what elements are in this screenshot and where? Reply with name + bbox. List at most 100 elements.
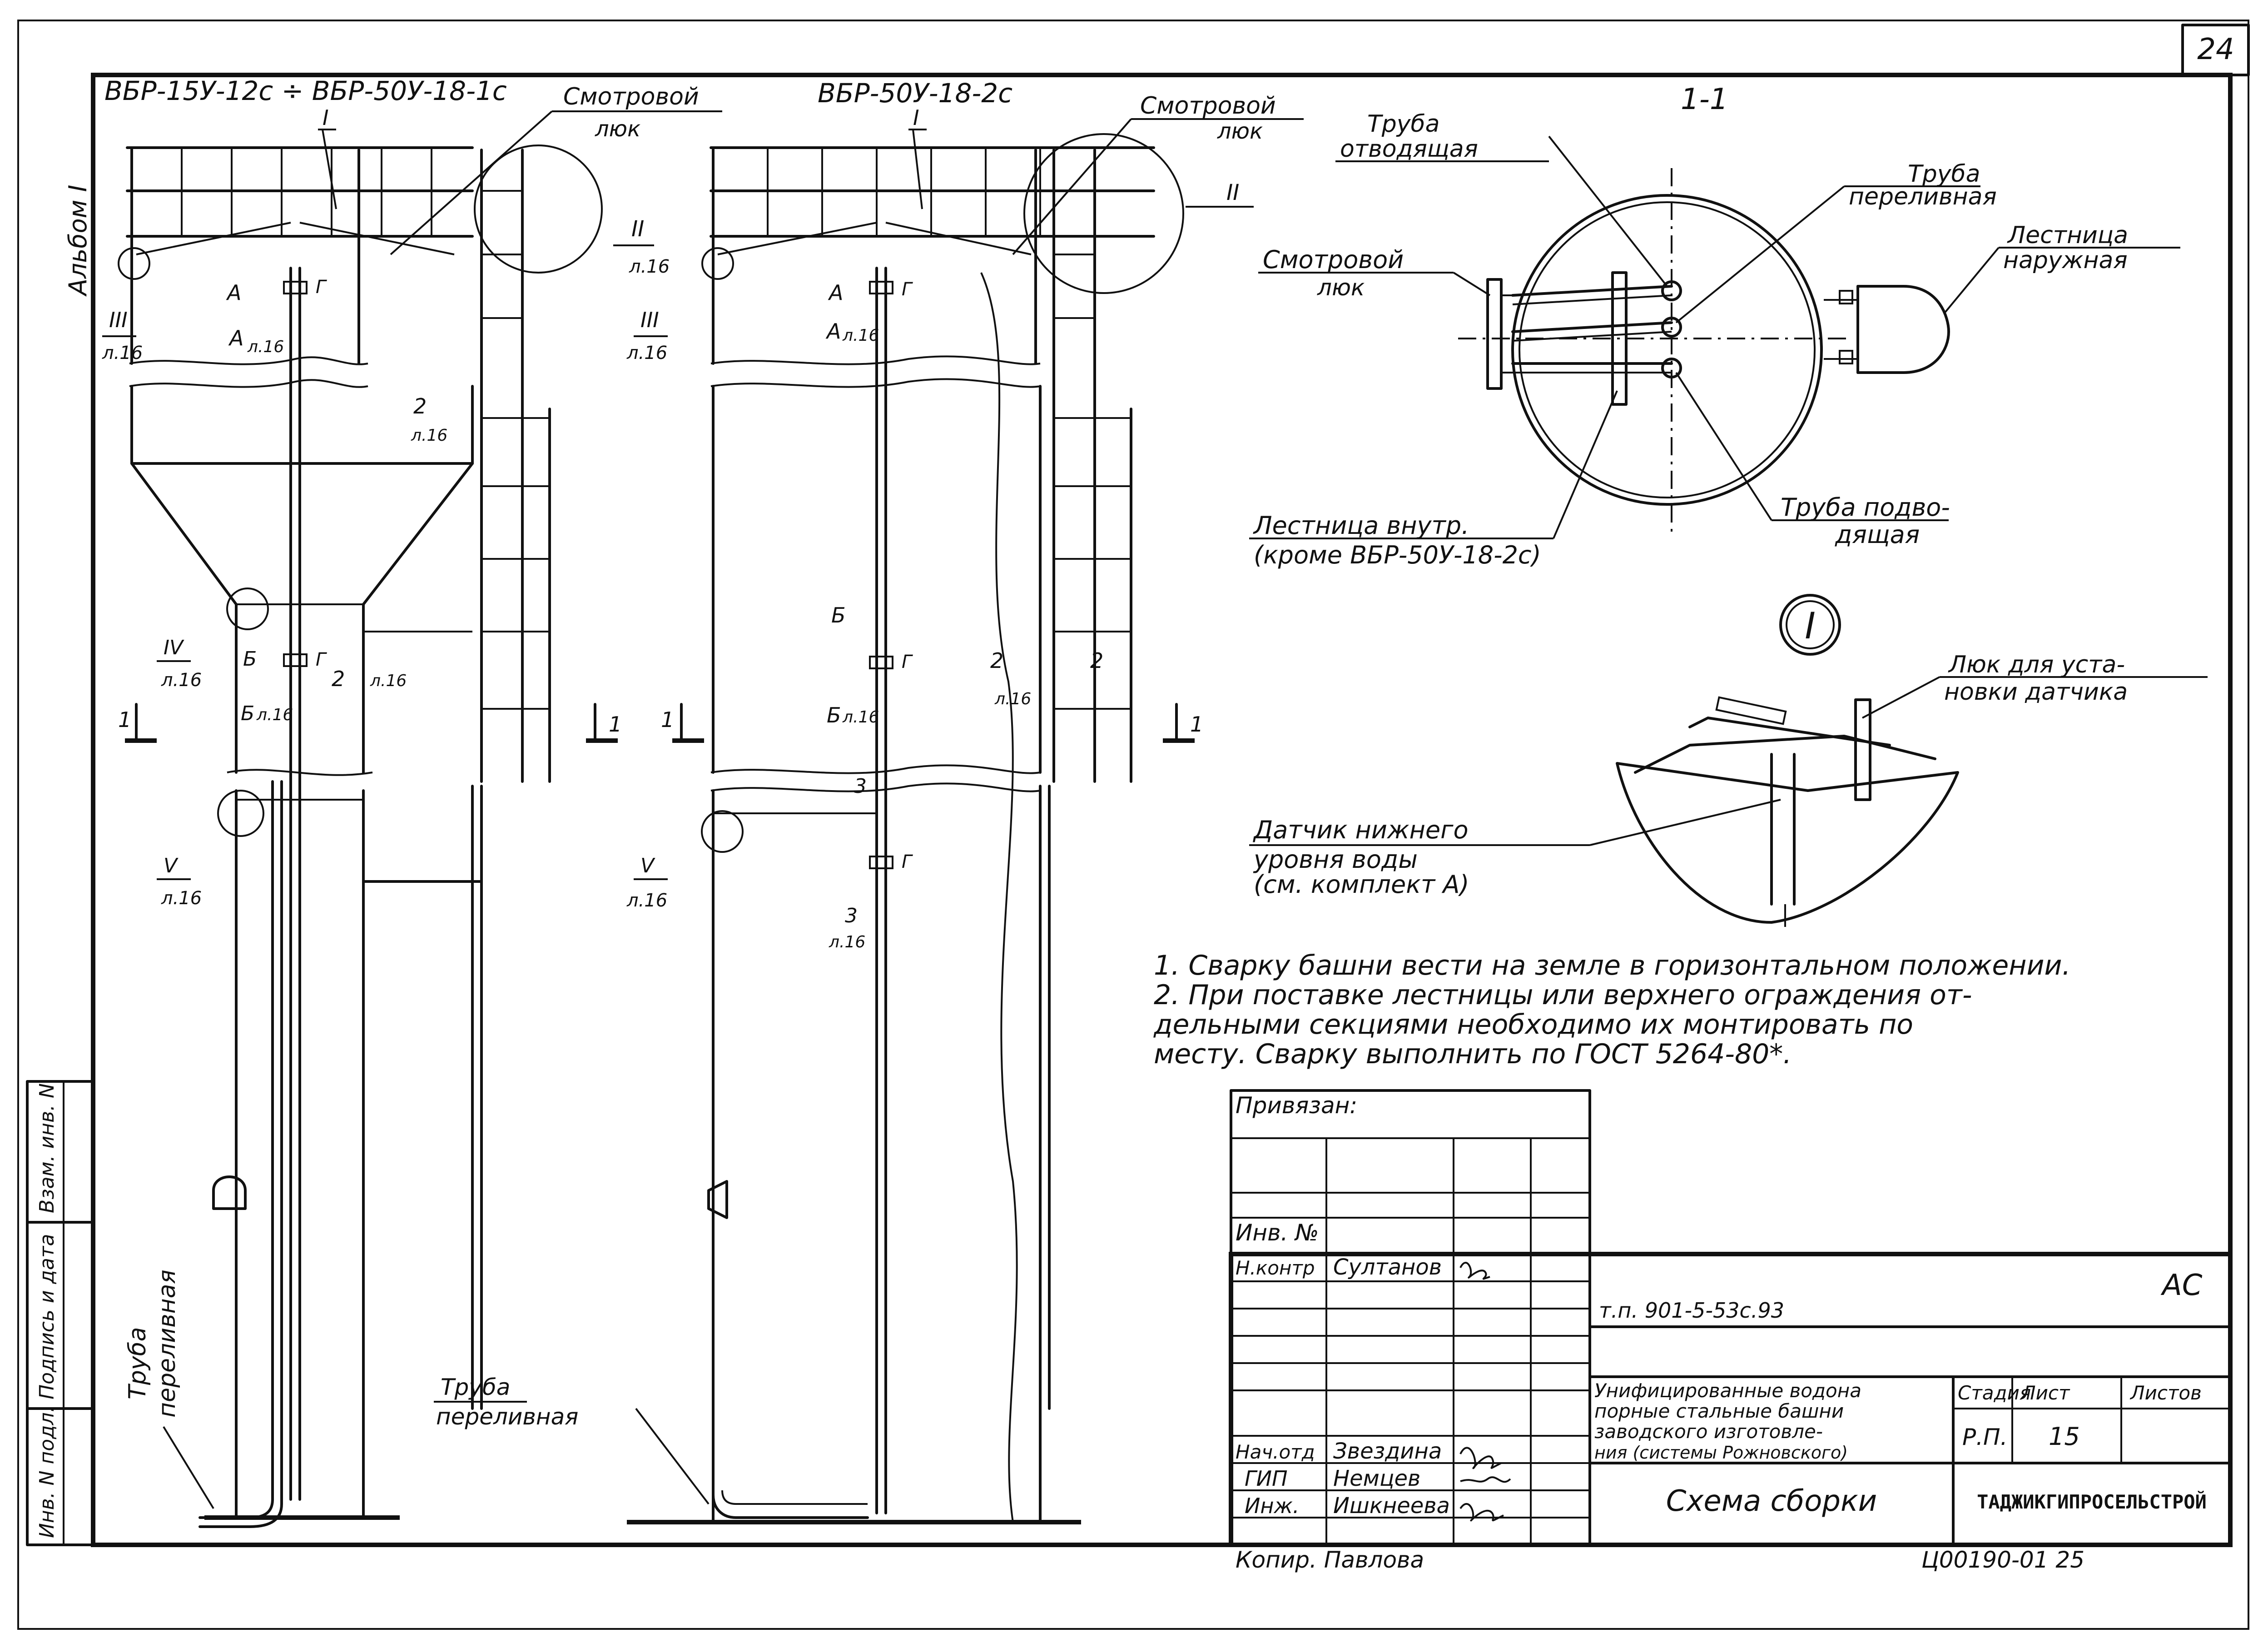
- mid-mark-G-1: Г: [902, 279, 913, 300]
- tb-n-kontr-name: Султанов: [1333, 1255, 1442, 1280]
- mid-mark-G-3: Г: [902, 851, 913, 872]
- sec-lestn-vnutr-1: Лестница внутр.: [1253, 511, 1469, 540]
- section-1-1: [1458, 168, 1950, 536]
- outer-frame: [17, 20, 2249, 1630]
- tb-section: АС: [2160, 1269, 2203, 1302]
- mid-smotr-lyuk-2: люк: [1217, 119, 1263, 144]
- tb-project-3: заводского изготовле-: [1594, 1420, 1823, 1443]
- left-sec-A-2: А: [228, 326, 243, 350]
- tb-doc-code: т.п. 901-5-53с.93: [1599, 1298, 1784, 1323]
- detail-I: I: [1616, 594, 1959, 927]
- note-1: 1. Сварку башни вести на земле в горизон…: [1154, 950, 2071, 981]
- left-smotr-lyuk-1: Смотровой: [563, 83, 699, 110]
- detail-I-callouts: Люк для уста- новки датчика Датчик нижне…: [1249, 651, 2208, 899]
- tb-copied: Копир. Павлова: [1236, 1547, 1424, 1573]
- left-sec-2-top-ref: л.16: [411, 426, 447, 445]
- mid-truba-perel-1: Труба: [441, 1374, 510, 1400]
- left-detail-II: II: [631, 216, 644, 242]
- left-sec-1-left: 1: [118, 707, 131, 732]
- mid-detail-III-ref: л.16: [626, 343, 667, 363]
- side-stamp: Взам. инв. N Подпись и дата Инв. N подл.…: [26, 185, 94, 1546]
- tb-org: ТАДЖИКГИПРОСЕЛЬСТРОЙ: [1977, 1490, 2207, 1513]
- left-truba-perel-1: Труба: [124, 1327, 151, 1399]
- left-sec-1-right: 1: [609, 712, 622, 737]
- mid-sec-3-ref: л.16: [829, 933, 865, 951]
- mid-sec-A-1: А: [828, 280, 843, 305]
- detail-lyuk-datch-2: новки датчика: [1944, 678, 2128, 706]
- mid-smotr-lyuk-1: Смотровой: [1140, 92, 1276, 119]
- mid-sec-1-right: 1: [1190, 712, 1203, 737]
- left-detail-IV-ref: л.16: [161, 670, 202, 691]
- tb-project-2: порные стальные башни: [1594, 1400, 1844, 1422]
- mid-detail-II: II: [1226, 180, 1239, 205]
- tb-inzh-name: Ишкнеева: [1333, 1493, 1450, 1519]
- mid-sec-2-b: 2: [1090, 648, 1103, 673]
- sec-lestn-nar-1: Лестница: [2007, 222, 2128, 249]
- left-sec-B-ref: л.16: [256, 706, 293, 724]
- stamp-album: Альбом I: [64, 185, 92, 297]
- left-detail-V: V: [164, 854, 179, 877]
- tb-sheet-val: 15: [2049, 1422, 2080, 1451]
- tb-stage-hdr: Стадия: [1958, 1382, 2031, 1404]
- left-mark-G-1: Г: [316, 277, 327, 298]
- title-block: Привязан: Инв. № Н.контр Султанов Нач.от…: [1229, 1089, 2233, 1573]
- mid-sec-1-left: 1: [661, 707, 674, 732]
- tb-nach-otd-role: Нач.отд: [1236, 1441, 1315, 1463]
- signature-ishkneeva: [1459, 1503, 1504, 1522]
- mid-sec-A-2: А: [825, 319, 841, 344]
- left-detail-II-ref: л.16: [629, 256, 670, 277]
- detail-lyuk-datch-1: Люк для уста-: [1948, 651, 2125, 678]
- section-callouts: Труба отводящая Труба переливная Лестниц…: [1249, 110, 2180, 569]
- middle-view-title: ВБР-50У-18-2с: [818, 78, 1012, 109]
- stamp-podpis-data: Подпись и дата: [35, 1234, 59, 1399]
- mid-sec-3-b: 3: [845, 904, 858, 927]
- sec-smotr-lyuk-2: люк: [1317, 274, 1365, 301]
- signature-zvezdina: [1459, 1447, 1502, 1469]
- tb-project-4: ния (системы Рожновского): [1594, 1443, 1848, 1463]
- mid-mark-G-2: Г: [902, 652, 913, 672]
- section-title: 1-1: [1681, 83, 1728, 116]
- left-detail-III: III: [109, 308, 128, 332]
- tb-gip-role: ГИП: [1245, 1466, 1288, 1491]
- left-sec-2-mid-ref: л.16: [370, 672, 407, 690]
- notes: 1. Сварку башни вести на земле в горизон…: [1153, 950, 2071, 1070]
- sec-truba-otv-2: отводящая: [1340, 135, 1478, 163]
- sec-lestn-vnutr-2: (кроме ВБР-50У-18-2с): [1254, 541, 1541, 569]
- sec-lestn-nar-2: наружная: [2003, 247, 2128, 274]
- mid-detail-III: III: [640, 308, 659, 332]
- sec-truba-perel-2: переливная: [1849, 183, 1997, 210]
- tb-archive: Ц00190-01 25: [1921, 1547, 2084, 1573]
- mid-detail-V-ref: л.16: [626, 890, 667, 911]
- signature-sultanov: [1459, 1262, 1490, 1280]
- stamp-inv-podl: Инв. N подл.: [35, 1406, 59, 1538]
- detail-datchik-1: Датчик нижнего: [1253, 816, 1469, 844]
- sec-smotr-lyuk-1: Смотровой: [1263, 245, 1404, 274]
- middle-tower: [627, 133, 1195, 1524]
- sec-truba-otv-1: Труба: [1367, 110, 1439, 138]
- left-sec-B-1: Б: [243, 647, 257, 671]
- tb-n-kontr-role: Н.контр: [1236, 1257, 1315, 1279]
- left-callouts: Смотровой люк I II л.16 III л.16 А А л.1…: [102, 83, 722, 1509]
- detail-I-label: I: [1805, 605, 1816, 647]
- left-sec-B-2: Б: [241, 702, 254, 725]
- mid-sec-B-2: Б: [827, 703, 841, 727]
- tb-drawing-title: Схема сборки: [1666, 1484, 1877, 1518]
- tb-privyazan: Привязан:: [1236, 1092, 1357, 1119]
- note-2: 2. При поставке лестницы или верхнего ог…: [1154, 979, 1972, 1011]
- sheet-number-box: [2181, 24, 2250, 76]
- inner-frame: [91, 73, 2233, 1547]
- mid-detail-V: V: [640, 854, 655, 877]
- tb-stage-val: Р.П.: [1962, 1424, 2008, 1450]
- note-3: дельными секциями необходимо их монтиров…: [1153, 1009, 1913, 1041]
- middle-callouts: Смотровой люк I II III л.16 А А л.16 Г Б…: [434, 92, 1304, 1505]
- tb-gip-name: Немцев: [1333, 1466, 1420, 1491]
- left-mark-G-2: Г: [316, 649, 327, 670]
- tb-project-1: Унифицированные водона: [1594, 1379, 1861, 1402]
- mid-sec-B-1: Б: [831, 603, 846, 627]
- sec-truba-perel-1: Труба: [1908, 160, 1980, 188]
- mid-detail-I: I: [913, 105, 919, 130]
- left-tower: [118, 144, 618, 1528]
- stamp-vzam-inv: Взам. инв. N: [35, 1083, 59, 1213]
- mid-sec-B-ref: л.16: [842, 708, 879, 727]
